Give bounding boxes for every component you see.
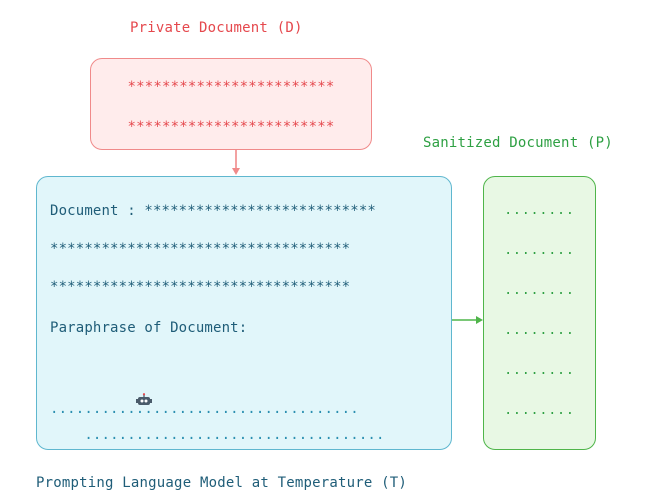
sanitized-dots: ........ — [504, 323, 575, 338]
arrow-head-right — [476, 316, 483, 324]
sanitized-dots: ........ — [504, 283, 575, 298]
prompt-document-line: *********************************** — [50, 241, 351, 257]
prompt-document-line: *********************************** — [50, 279, 351, 295]
paraphrase-label: Paraphrase of Document: — [50, 320, 248, 336]
sanitized-document-title: Sanitized Document (P) — [423, 135, 613, 151]
robot-icon — [84, 377, 152, 427]
prompt-box: Document : *************************** *… — [36, 176, 452, 450]
private-line: ************************ — [127, 79, 335, 95]
paraphrase-dots: ................................... — [84, 427, 385, 443]
paraphrase-output-line: ................................... — [50, 361, 385, 459]
sanitized-document-box: ........ ........ ........ ........ ....… — [483, 176, 596, 450]
arrow-head-down — [232, 168, 240, 175]
sanitized-dots: ........ — [504, 363, 575, 378]
private-document-box: ************************ ***************… — [90, 58, 372, 150]
paraphrase-dots: .................................... — [50, 401, 359, 417]
sanitized-dots: ........ — [504, 403, 575, 418]
private-line: ************************ — [127, 119, 335, 135]
private-document-title: Private Document (D) — [130, 20, 303, 36]
prompt-caption: Prompting Language Model at Temperature … — [36, 475, 408, 491]
sanitized-dots: ........ — [504, 243, 575, 258]
prompt-document-line: Document : *************************** — [50, 203, 376, 219]
sanitized-dots: ........ — [504, 203, 575, 218]
